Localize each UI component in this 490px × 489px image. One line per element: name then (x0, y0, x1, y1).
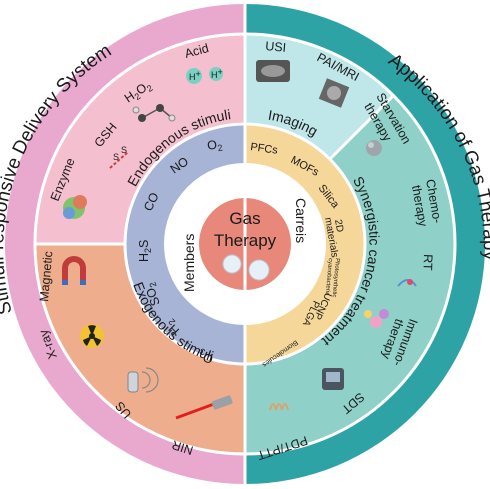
gas-h2s: H2S (137, 240, 153, 262)
bubble-icon-1 (222, 254, 242, 274)
svg-text:H+: H+ (189, 69, 201, 82)
proton-icon-2: H+ (209, 67, 223, 81)
gas-o2: O2 (206, 137, 223, 155)
item-acid: Acid (183, 41, 210, 61)
divider-ring-210 (33, 32, 457, 456)
ultrasound-probe-icon (127, 367, 159, 393)
outer-ring-right (245, 4, 485, 484)
disulfide-icon: S S (109, 145, 129, 169)
immune-cells-icon (364, 309, 389, 328)
mri-image-icon (318, 78, 350, 108)
divider-right-diagonal (328, 94, 395, 161)
carrier-pfcs: PFCs (250, 141, 279, 157)
enzyme-icon (63, 195, 87, 219)
members-title: Members (181, 234, 197, 292)
ultrasound-image-icon (256, 60, 290, 82)
divider-ring-120 (123, 122, 367, 366)
item-rt: RT (420, 254, 435, 271)
item-usi: USI (265, 39, 287, 55)
ring-carriers (245, 124, 365, 364)
laser-icon (175, 395, 233, 420)
carriers-title: Carreis (293, 198, 309, 243)
item-h2o2: H2O2 (122, 78, 155, 107)
carrier-2d: 2D (332, 219, 345, 234)
ring-endogenous (35, 34, 245, 244)
item-magnetic: Magnetic (37, 250, 55, 302)
starvation-icon (366, 140, 382, 156)
gas-so2: SO2 (142, 281, 165, 308)
pdt-icon (269, 403, 289, 411)
outer-ring-left (5, 4, 245, 484)
svg-text:S: S (113, 152, 119, 162)
ring-exogenous (35, 244, 245, 454)
carrier-cyanobacteria: cyanobacteria (324, 258, 333, 296)
ring-members (125, 124, 245, 364)
center-title-line2: Therapy (214, 231, 277, 250)
gas-o3: O3 (196, 346, 215, 366)
rt-icon (397, 279, 417, 287)
svg-text:H+: H+ (211, 67, 223, 80)
center-title-line1: Gas (229, 209, 260, 228)
carrier-photosynthetic: Photosynthetic (331, 258, 340, 298)
proton-icon-1: H+ (186, 68, 202, 84)
sdt-device-icon (322, 368, 344, 390)
bubble-icon-2 (248, 259, 270, 281)
divider-ring-80 (164, 163, 326, 325)
h2o2-molecule-icon (132, 104, 176, 122)
ring-synergy (245, 96, 455, 454)
svg-text:S: S (121, 145, 127, 155)
magnet-icon (62, 256, 86, 285)
radiation-icon (80, 324, 104, 348)
item-nir: NIR (170, 437, 195, 457)
